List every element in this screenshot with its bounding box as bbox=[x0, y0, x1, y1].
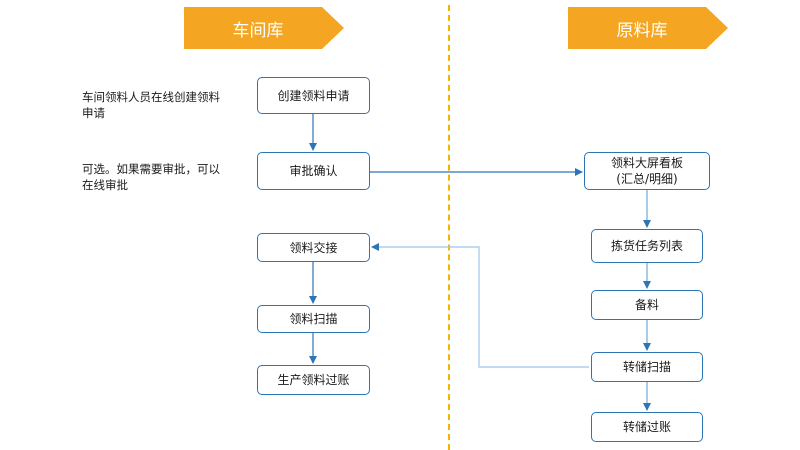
step-dashboard: 领料大屏看板 (汇总/明细) bbox=[584, 152, 710, 190]
lane-header-workshop-label: 车间库 bbox=[232, 20, 284, 41]
note-approval: 可选。如果需要审批，可以在线审批 bbox=[82, 162, 220, 192]
step-approve-confirm: 审批确认 bbox=[257, 152, 370, 190]
step-transfer-scan: 转储扫描 bbox=[591, 352, 703, 382]
step-create-request: 创建领料申请 bbox=[257, 77, 370, 114]
lane-header-raw-material-label: 原料库 bbox=[616, 20, 668, 41]
lane-header-workshop: 车间库 bbox=[184, 7, 344, 49]
step-production-posting: 生产领料过账 bbox=[257, 365, 370, 395]
step-picking-task-list: 拣货任务列表 bbox=[591, 229, 703, 263]
lane-header-shape bbox=[184, 7, 344, 49]
lane-header-raw-material: 原料库 bbox=[568, 7, 728, 49]
step-material-prepare: 备料 bbox=[591, 290, 703, 320]
lane-divider bbox=[448, 5, 450, 450]
step-material-handover: 领料交接 bbox=[257, 233, 370, 262]
note-create-request: 车间领料人员在线创建领料申请 bbox=[82, 90, 220, 120]
step-material-scan: 领料扫描 bbox=[257, 305, 370, 333]
arrow-transfer-scan-to-handover bbox=[371, 243, 589, 368]
step-transfer-posting: 转储过账 bbox=[591, 412, 703, 442]
lane-header-shape bbox=[568, 7, 728, 49]
